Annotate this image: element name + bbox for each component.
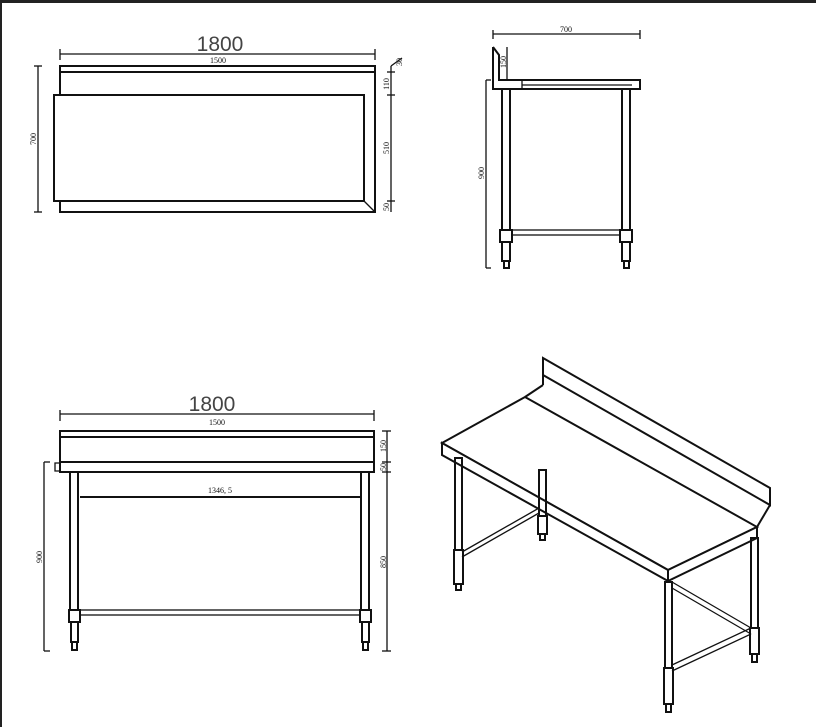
leg-lower (501, 241, 511, 262)
leg-sleeve (453, 549, 464, 585)
crossbar (671, 627, 752, 666)
isometric-view (439, 356, 771, 713)
leg (360, 471, 370, 611)
depth-label: 700 (29, 133, 38, 145)
leg (501, 88, 511, 231)
foot (623, 260, 630, 269)
foot (665, 703, 672, 713)
table-top (439, 395, 760, 572)
side-view: 700 150 900 (477, 25, 641, 269)
shelf-rail (511, 229, 621, 236)
leg-sleeve (537, 515, 548, 535)
leg-sleeve (619, 229, 633, 243)
leg (69, 471, 79, 611)
leg-sleeve (749, 627, 760, 655)
dim-label: 850 (379, 556, 388, 568)
top-view: 1800 1500 700 30 110 510 50 (29, 33, 404, 213)
leader-line (390, 57, 403, 67)
front-view: 1800 1500 1346, 5 900 150 50 850 (35, 393, 391, 652)
width-label: 1800 (189, 393, 236, 416)
overlap-label: 1500 (209, 418, 225, 427)
edge-line (524, 384, 544, 398)
leg (621, 88, 631, 231)
work-surface (53, 94, 365, 202)
leg-sleeve (499, 229, 513, 243)
foot (539, 533, 546, 541)
dim-label: 50 (382, 203, 391, 211)
edge-line (756, 504, 771, 528)
crossbar (461, 512, 540, 558)
foot (362, 641, 369, 651)
crossbar (671, 587, 752, 635)
crossbar (671, 633, 752, 672)
dim-label: 150 (379, 440, 388, 452)
leg (454, 457, 463, 551)
shelf-rail (79, 609, 361, 616)
foot (71, 641, 78, 651)
height-label: 900 (35, 551, 44, 563)
backsplash-profile (492, 46, 641, 90)
dim-label: 30 (395, 58, 404, 66)
dim-label: 50 (379, 463, 388, 471)
leg-lower (621, 241, 631, 262)
crossbar (671, 581, 752, 629)
edge-lip (54, 462, 60, 472)
dim-label: 110 (382, 78, 391, 90)
leg (750, 537, 759, 629)
width-label: 1800 (197, 33, 244, 56)
depth-label: 700 (560, 25, 572, 34)
backsplash-label: 150 (499, 56, 508, 68)
table-top-front (59, 430, 375, 473)
leg-sleeve (68, 609, 81, 623)
overlap-label: 1500 (210, 56, 226, 65)
foot (455, 583, 462, 591)
dim-label: 510 (382, 142, 391, 154)
corner-line (363, 200, 376, 213)
foot (503, 260, 510, 269)
crossbar (461, 507, 540, 553)
foot (751, 653, 758, 663)
leg-lower (70, 621, 79, 643)
leg-lower (361, 621, 370, 643)
leg (664, 581, 673, 669)
height-label: 900 (477, 167, 486, 179)
leg-sleeve (359, 609, 372, 623)
rail-label: 1346, 5 (208, 486, 232, 495)
leg-sleeve (663, 667, 674, 705)
